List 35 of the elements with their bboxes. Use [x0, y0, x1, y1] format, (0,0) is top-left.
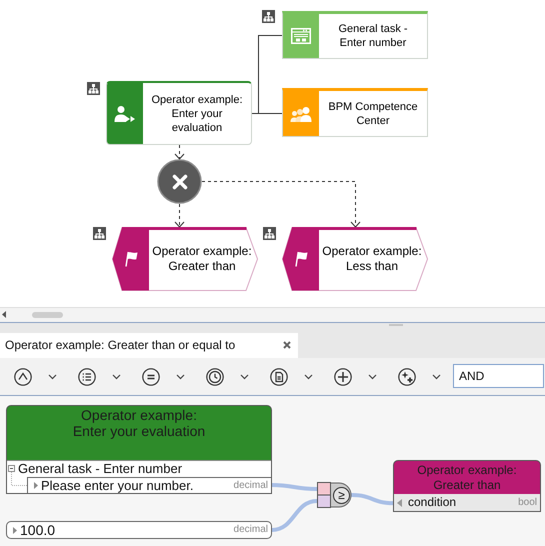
- value-label: 100.0: [20, 522, 56, 538]
- value-label: Please enter your number.: [41, 478, 194, 493]
- org-unit-box: [282, 88, 428, 137]
- data-flow-line: [270, 498, 319, 532]
- result-card: [393, 460, 541, 512]
- card-title: Operator example: Greater than: [416, 462, 518, 492]
- node-label: Operator example: Enter your evaluation: [150, 92, 244, 134]
- tab: Operator example: Greater than or equal to: [0, 333, 298, 358]
- tree-line: [11, 472, 28, 486]
- dashed-arrow: [174, 204, 184, 228]
- dashed-arrow: [174, 144, 184, 160]
- card-title: Operator example: Enter your evaluation: [72, 407, 206, 439]
- text-field: AND: [453, 364, 544, 388]
- event-hexagon: [112, 227, 258, 291]
- node-label: Operator example: Less than: [321, 244, 423, 274]
- event-hexagon: [282, 227, 428, 291]
- process-box: [106, 81, 252, 145]
- field-group: [7, 460, 271, 493]
- type-label: bool: [518, 496, 537, 508]
- node-label: General task - Enter number: [337, 22, 409, 50]
- type-label: decimal: [234, 480, 268, 492]
- node-label: Operator example: Greater than: [151, 244, 253, 274]
- constant-field: [6, 521, 272, 539]
- group-label: General task - Enter number: [18, 461, 182, 477]
- function-card: [6, 405, 272, 494]
- process-box: [282, 11, 428, 59]
- operator-gate: [317, 482, 352, 508]
- port-label: condition: [408, 495, 456, 510]
- gateway-circle: [157, 159, 202, 204]
- input-row: [27, 477, 271, 493]
- data-flow-line: [350, 493, 395, 506]
- dashed-arrow: [202, 181, 360, 228]
- connector-line: [252, 113, 282, 114]
- node-label: BPM Competence Center: [327, 100, 419, 128]
- type-label: decimal: [234, 524, 268, 536]
